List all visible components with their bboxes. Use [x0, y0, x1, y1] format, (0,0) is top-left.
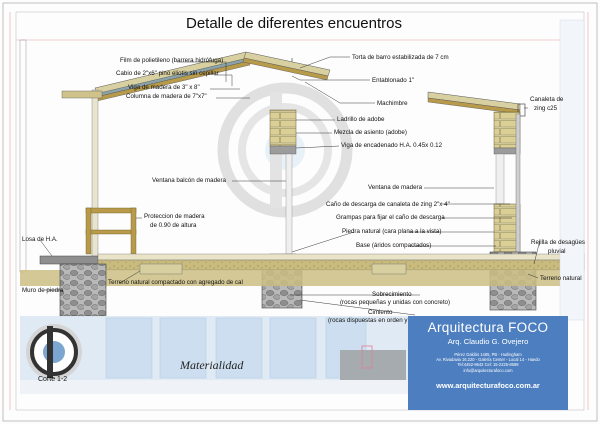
materialidad-label: Materialidad: [180, 358, 244, 372]
website-link[interactable]: www.arquitecturafoco.com.ar: [436, 380, 540, 390]
brand-name: Arquitectura FOCO: [427, 320, 549, 335]
label-cimiento: Cimiento: [368, 309, 393, 316]
foco-logo-icon: [26, 324, 82, 380]
label-proteccion-2: de 0.90 de altura: [150, 222, 197, 229]
label-film: Film de polietileno (barrera hidrófuga): [120, 57, 223, 64]
label-torta: Torta de barro estabilizada de 7 cm: [352, 54, 449, 61]
label-cano: Caño de descarga de canaleta de zing 2"x…: [326, 201, 450, 208]
label-canaleta-2: zing c25: [534, 105, 558, 112]
label-viga-madera: Viga de madera de 3" x 8": [128, 84, 200, 91]
wood-column: [91, 89, 99, 261]
label-ladrillo: Ladrillo de adobe: [337, 116, 385, 123]
label-sobrecimiento: Sobrecimiento: [372, 291, 412, 298]
label-base: Base (áridos compactados): [356, 242, 431, 249]
label-rejilla: Rejilla de desagües: [531, 239, 585, 246]
ground-layers: [20, 253, 585, 317]
leader-lines: [39, 56, 541, 316]
label-entablonado: Entablonado 1": [372, 77, 414, 84]
label-losa: Losa de H.A.: [22, 236, 58, 243]
label-terreno: Terreno natural compactado con agregado …: [108, 279, 243, 286]
drawing-title: Detalle de diferentes encuentros: [186, 15, 402, 32]
label-columna: Columna de madera de 7"x7": [126, 93, 207, 100]
wood-railing: [85, 207, 137, 255]
label-cimiento-2: (rocas dispuestas en orden y u: [328, 317, 413, 324]
label-viga-enc: Viga de encadenado H.A. 0.45x 0.12: [341, 142, 443, 149]
wood-beam: [61, 90, 103, 99]
background-elevation: [20, 316, 410, 394]
architect-name: Arq. Claudio G. Ovejero: [447, 337, 529, 346]
label-ventana: Ventana de madera: [368, 184, 423, 191]
label-piedra: Piedra natural (cara plana a la vista): [342, 228, 441, 235]
sheet-code: Corte 1-2: [38, 376, 67, 383]
label-machimbre: Machimbre: [377, 100, 408, 107]
label-canaleta: Canaleta de: [530, 96, 564, 103]
label-rejilla-2: pluvial: [548, 248, 566, 255]
right-roof: [427, 91, 526, 117]
label-muro: Muro de piedra: [22, 287, 64, 294]
label-terreno-nat: Terreno natural: [540, 275, 582, 282]
label-grampas: Grampas para fijar el caño de descarga: [336, 214, 445, 221]
label-proteccion: Proteccion de madera: [144, 213, 205, 220]
label-cabio: Cabio de 2"x6" pino eliotis sin cepillar: [116, 70, 219, 77]
title-block: Arquitectura FOCO Arq. Claudio G. Ovejer…: [408, 316, 568, 410]
right-elevation: [559, 19, 585, 321]
label-ventana-balcon: Ventana balcón de madera: [152, 177, 227, 184]
label-sobrecimiento-2: (rocas pequeñas y unidas con concreto): [340, 299, 450, 306]
label-mezcla: Mezcla de asiento (adobe): [334, 129, 407, 136]
contact-address: Pérez Galdós 1485, PB - Hurlingham Av. R…: [436, 352, 540, 373]
left-roof: [94, 51, 331, 102]
